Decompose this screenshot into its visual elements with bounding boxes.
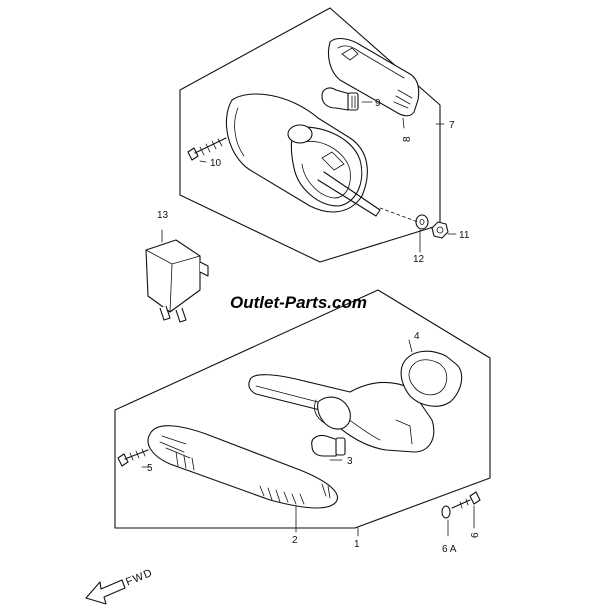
callout-3: 3 [347, 456, 353, 467]
callout-2: 2 [292, 535, 298, 546]
forward-direction-indicator: FWD [85, 567, 155, 605]
screw-part-6 [451, 491, 481, 509]
callout-10: 10 [210, 158, 222, 169]
callout-7: 7 [449, 120, 455, 131]
direction-label: FWD [124, 567, 154, 589]
callout-1: 1 [354, 539, 360, 550]
lens-part-2 [147, 425, 338, 509]
bulb-part-9 [321, 87, 359, 111]
callout-labels: 7 8 9 10 11 12 13 4 5 3 2 1 6 6 A [147, 98, 481, 555]
bulb-part-3 [311, 434, 346, 457]
callout-13: 13 [157, 210, 169, 221]
callout-6: 6 [470, 532, 481, 538]
washer-part-6a [441, 505, 451, 519]
callout-4: 4 [414, 331, 420, 342]
turn-signal-housing [225, 93, 381, 217]
screw-part-10 [187, 137, 227, 161]
callout-9: 9 [375, 98, 381, 109]
arrow-left-icon [85, 579, 126, 605]
leader-lines [141, 101, 475, 537]
callout-5: 5 [147, 463, 153, 474]
nut-part-11 [431, 221, 449, 239]
watermark: Outlet-Parts.com [230, 293, 367, 312]
washer-part-12 [415, 214, 429, 230]
screw-part-5 [117, 448, 149, 467]
lower-assembly-frame [114, 289, 491, 529]
callout-12: 12 [413, 254, 425, 265]
callout-8: 8 [402, 136, 413, 142]
callout-6a: 6 A [442, 544, 457, 555]
lens-part-8 [327, 37, 420, 117]
housing-part-4 [248, 350, 463, 453]
callout-11: 11 [459, 230, 470, 241]
relay-part-13 [145, 229, 209, 323]
